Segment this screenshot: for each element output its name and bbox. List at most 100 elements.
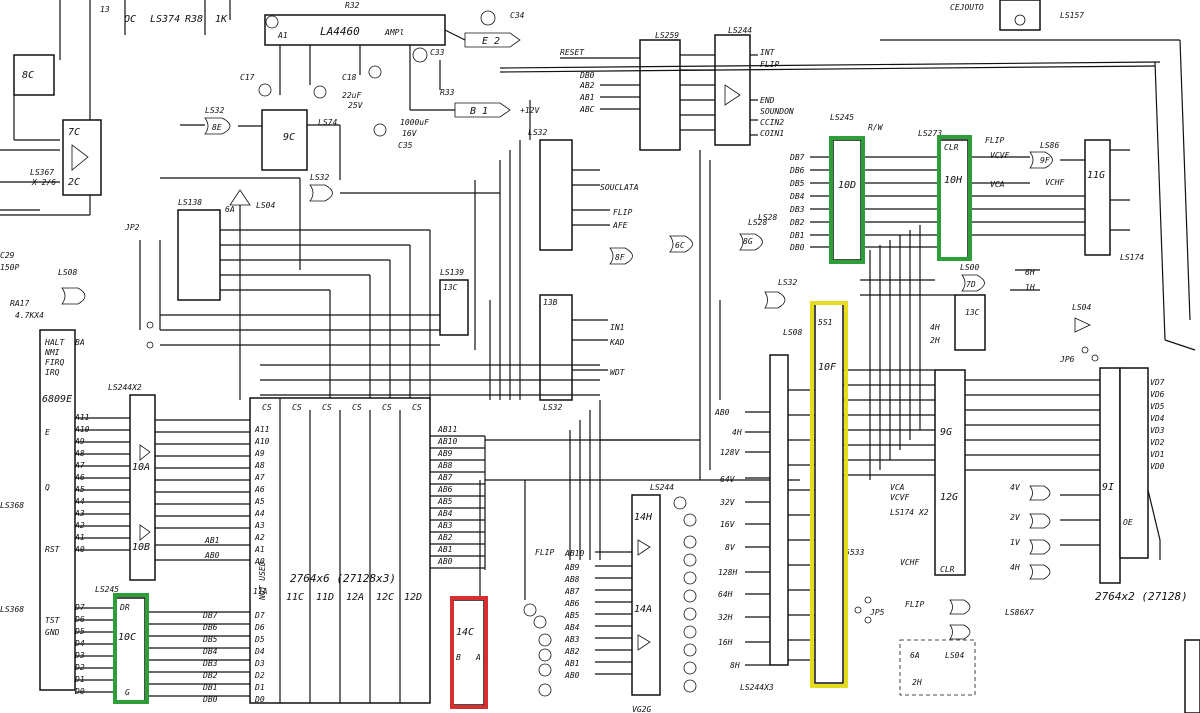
chip-10d-label: 10D — [838, 180, 856, 191]
out-end-label: END — [760, 96, 775, 105]
chip-11g — [1084, 139, 1111, 256]
ls04-label: LS04 — [256, 201, 275, 210]
c35-label: C35 — [398, 141, 413, 150]
svg-text:6H: 6H — [1025, 268, 1035, 277]
ls86-label: LS86 — [1040, 141, 1059, 150]
ls04c-label: LS04 — [945, 651, 964, 660]
c29-label: C29 — [0, 251, 15, 260]
chip-13b — [539, 294, 573, 401]
svg-text:128V: 128V — [720, 448, 740, 457]
chip-10b-label: 10B — [132, 542, 150, 553]
out-soundon-label: SOUNDON — [760, 107, 794, 116]
svg-text:A5: A5 — [254, 497, 265, 506]
cejouto-label: CEJOUTO — [950, 3, 984, 12]
amp-label: AMPl — [384, 28, 404, 37]
svg-text:A9: A9 — [254, 449, 265, 458]
svg-text:G: G — [125, 688, 130, 697]
svg-text:128H: 128H — [718, 568, 737, 577]
svg-text:SOUCLATA: SOUCLATA — [600, 183, 639, 192]
svg-text:A3: A3 — [254, 521, 265, 530]
r1k-label: 1K — [215, 14, 228, 25]
rom6-label: 2764x6 (27128x3) — [290, 572, 396, 585]
r38-label: R38 — [185, 14, 203, 25]
chip-2c-label: 2C — [68, 177, 80, 188]
chip-9g-12g — [934, 369, 966, 576]
svg-text:AB0: AB0 — [204, 551, 220, 560]
svg-text:16V: 16V — [720, 520, 736, 529]
chip-14c-label: 14C — [456, 627, 474, 638]
vg2g-label: VG2G — [632, 705, 651, 713]
right-block: LS00 7D 6H 1H 13C 4H 2H 9G 12G CLR LS174… — [890, 263, 1200, 713]
svg-text:8V: 8V — [725, 543, 736, 552]
svg-text:AB3: AB3 — [564, 635, 580, 644]
svg-text:64H: 64H — [718, 590, 733, 599]
chip-14c — [451, 599, 485, 706]
ls08b-label: LS08 — [58, 268, 77, 277]
svg-text:AB10: AB10 — [437, 437, 457, 446]
flip-b-label: FLIP — [905, 600, 924, 609]
ls245b-label: LS245 — [95, 585, 119, 594]
vca-b-label: VCA — [890, 483, 905, 492]
chip-10h — [939, 139, 969, 259]
ram-label: 5S1 — [818, 318, 832, 327]
chip-8f-label: 8F — [615, 253, 625, 262]
svg-text:IN1: IN1 — [610, 323, 624, 332]
chip-8e-label: 8E — [212, 123, 222, 132]
svg-text:DB2: DB2 — [202, 671, 218, 680]
svg-text:A6: A6 — [254, 485, 265, 494]
svg-text:ABC: ABC — [579, 105, 595, 114]
svg-text:D7: D7 — [254, 611, 265, 620]
svg-text:VD1: VD1 — [1150, 450, 1164, 459]
rom2-label: 2764x2 (27128) — [1095, 590, 1188, 603]
svg-text:AB8: AB8 — [564, 575, 580, 584]
svg-text:VD0: VD0 — [1150, 462, 1165, 471]
svg-text:AB4: AB4 — [564, 623, 580, 632]
c33-label: C33 — [430, 48, 445, 57]
flip2-label: FLIP — [535, 548, 554, 557]
jp6-label: JP6 — [1059, 355, 1075, 364]
ls00-label: LS00 — [960, 263, 979, 272]
ls04b-label: LS04 — [1072, 303, 1091, 312]
ra17-label: RA17 — [10, 299, 29, 308]
svg-text:CS: CS — [262, 403, 272, 412]
svg-text:VD6: VD6 — [1150, 390, 1165, 399]
chip-6a-label: 6A — [225, 205, 235, 214]
svg-text:DB4: DB4 — [789, 192, 805, 201]
chip-8c — [13, 54, 55, 96]
vchf-label: VCHF — [1045, 178, 1064, 187]
c34-label: C34 — [510, 11, 525, 20]
svg-text:DB3: DB3 — [202, 659, 218, 668]
vcvf-b-label: VCVF — [890, 493, 909, 502]
chip-12g-label: 12G — [940, 492, 958, 503]
ls74-label: LS74 — [318, 118, 337, 127]
cpu-halt-label: HALT — [44, 338, 65, 347]
svg-text:LS244: LS244 — [650, 483, 674, 492]
rom-12d-label: 12D — [404, 592, 422, 603]
svg-text:AB7: AB7 — [564, 587, 580, 596]
svg-text:CLR: CLR — [940, 565, 955, 574]
data-latch-block: LS245 R/W 10D DB7 DB6 DB5 DB4 DB3 DB2 DB… — [789, 0, 1144, 262]
ls245-label: LS245 — [830, 113, 854, 122]
svg-text:AB9: AB9 — [564, 563, 580, 572]
out-int-label: INT — [760, 48, 776, 57]
chip-10d — [832, 139, 862, 261]
svg-text:D2: D2 — [254, 671, 265, 680]
ls32-label: LS32 — [205, 106, 224, 115]
chip-9g-label: 9G — [940, 427, 952, 438]
chip-10a-label: 10A — [132, 462, 150, 473]
svg-text:DB4: DB4 — [202, 647, 218, 656]
c18-label: C18 — [342, 73, 357, 82]
top-left-block: 13 OC LS374 R38 1K 8C 7C 2C LS367 X 2/6 — [0, 0, 231, 216]
svg-text:CS: CS — [382, 403, 392, 412]
rom-11d-label: 11D — [316, 592, 334, 603]
svg-text:DB7: DB7 — [202, 611, 218, 620]
svg-text:AB11: AB11 — [437, 425, 457, 434]
svg-text:DB2: DB2 — [789, 218, 805, 227]
ls86x7-label: LS86X7 — [1005, 608, 1034, 617]
svg-text:VD3: VD3 — [1150, 426, 1165, 435]
svg-text:CS: CS — [352, 403, 362, 412]
svg-text:D0: D0 — [254, 695, 265, 704]
svg-text:DB6: DB6 — [789, 166, 805, 175]
svg-text:A10: A10 — [254, 437, 270, 446]
